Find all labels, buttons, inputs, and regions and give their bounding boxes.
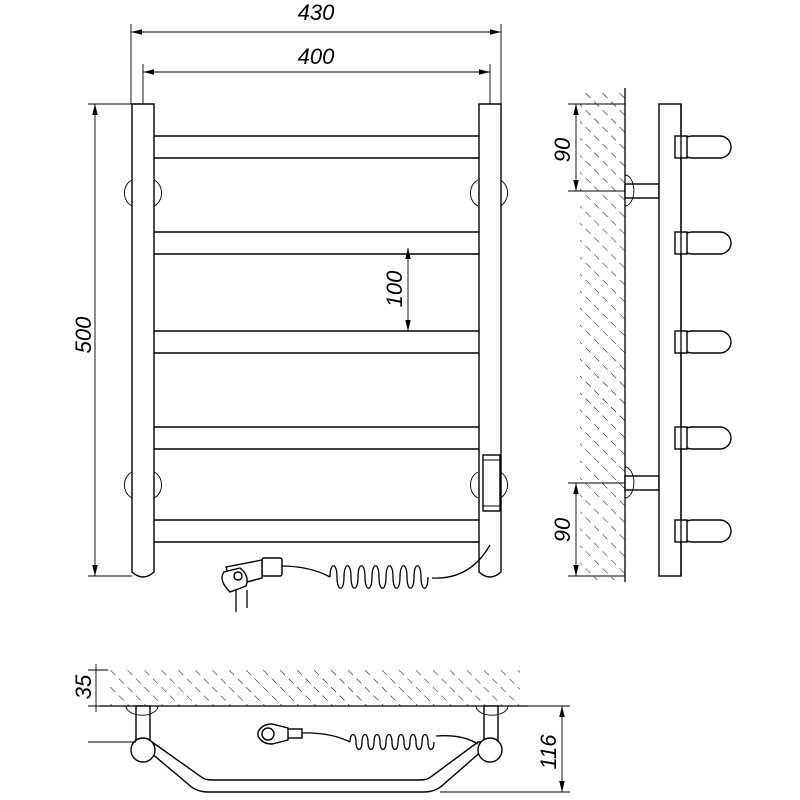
- rung: [144, 519, 490, 543]
- dim-label-wall-offset: 35: [71, 674, 96, 699]
- dim-top-mount: 90: [550, 104, 625, 192]
- dim-depth: 116: [440, 705, 570, 793]
- rung: [144, 135, 490, 159]
- side-rungs: [674, 104, 732, 576]
- power-cord: [221, 544, 491, 612]
- dim-label-height: 500: [71, 316, 96, 353]
- front-wall-mounts: [124, 179, 508, 499]
- dim-label-depth: 116: [536, 734, 561, 770]
- dim-bottom-mount: 90: [550, 482, 625, 577]
- side-rung: [680, 135, 732, 159]
- rung: [144, 330, 490, 354]
- side-rung: [680, 330, 732, 354]
- dim-wall-offset: 35: [71, 664, 108, 712]
- top-cord: [257, 723, 479, 751]
- side-rung: [680, 426, 732, 450]
- left-post: [131, 103, 155, 578]
- dim-label-rung-spacing: 100: [382, 270, 407, 307]
- top-wall-hatch: [108, 670, 520, 706]
- side-rung: [680, 519, 732, 543]
- dim-label-top-mount: 90: [550, 137, 575, 162]
- rung: [144, 426, 490, 450]
- dim-inner-width: 400: [142, 44, 491, 104]
- dim-height: 500: [71, 103, 132, 577]
- top-right-post: [477, 737, 503, 763]
- dim-label-inner-width: 400: [298, 44, 335, 69]
- top-view: 35 116: [71, 664, 570, 793]
- top-brackets: [125, 705, 509, 743]
- top-rail: [136, 741, 494, 793]
- dim-label-total-width: 430: [298, 0, 335, 25]
- dim-total-width: 430: [130, 0, 502, 104]
- rung: [144, 231, 490, 255]
- coiled-cable: [329, 565, 429, 589]
- wall-hatch: [580, 90, 625, 580]
- heater-box: [482, 454, 501, 512]
- rungs: [144, 135, 490, 543]
- dim-label-bottom-mount: 90: [550, 517, 575, 542]
- top-left-post: [130, 737, 156, 763]
- side-view: 90 90: [550, 88, 732, 582]
- front-view: 430 400 500 100: [71, 0, 508, 612]
- plug: [221, 557, 283, 612]
- side-brackets: [624, 174, 660, 499]
- dim-rung-spacing: 100: [382, 248, 411, 331]
- side-rung: [680, 231, 732, 255]
